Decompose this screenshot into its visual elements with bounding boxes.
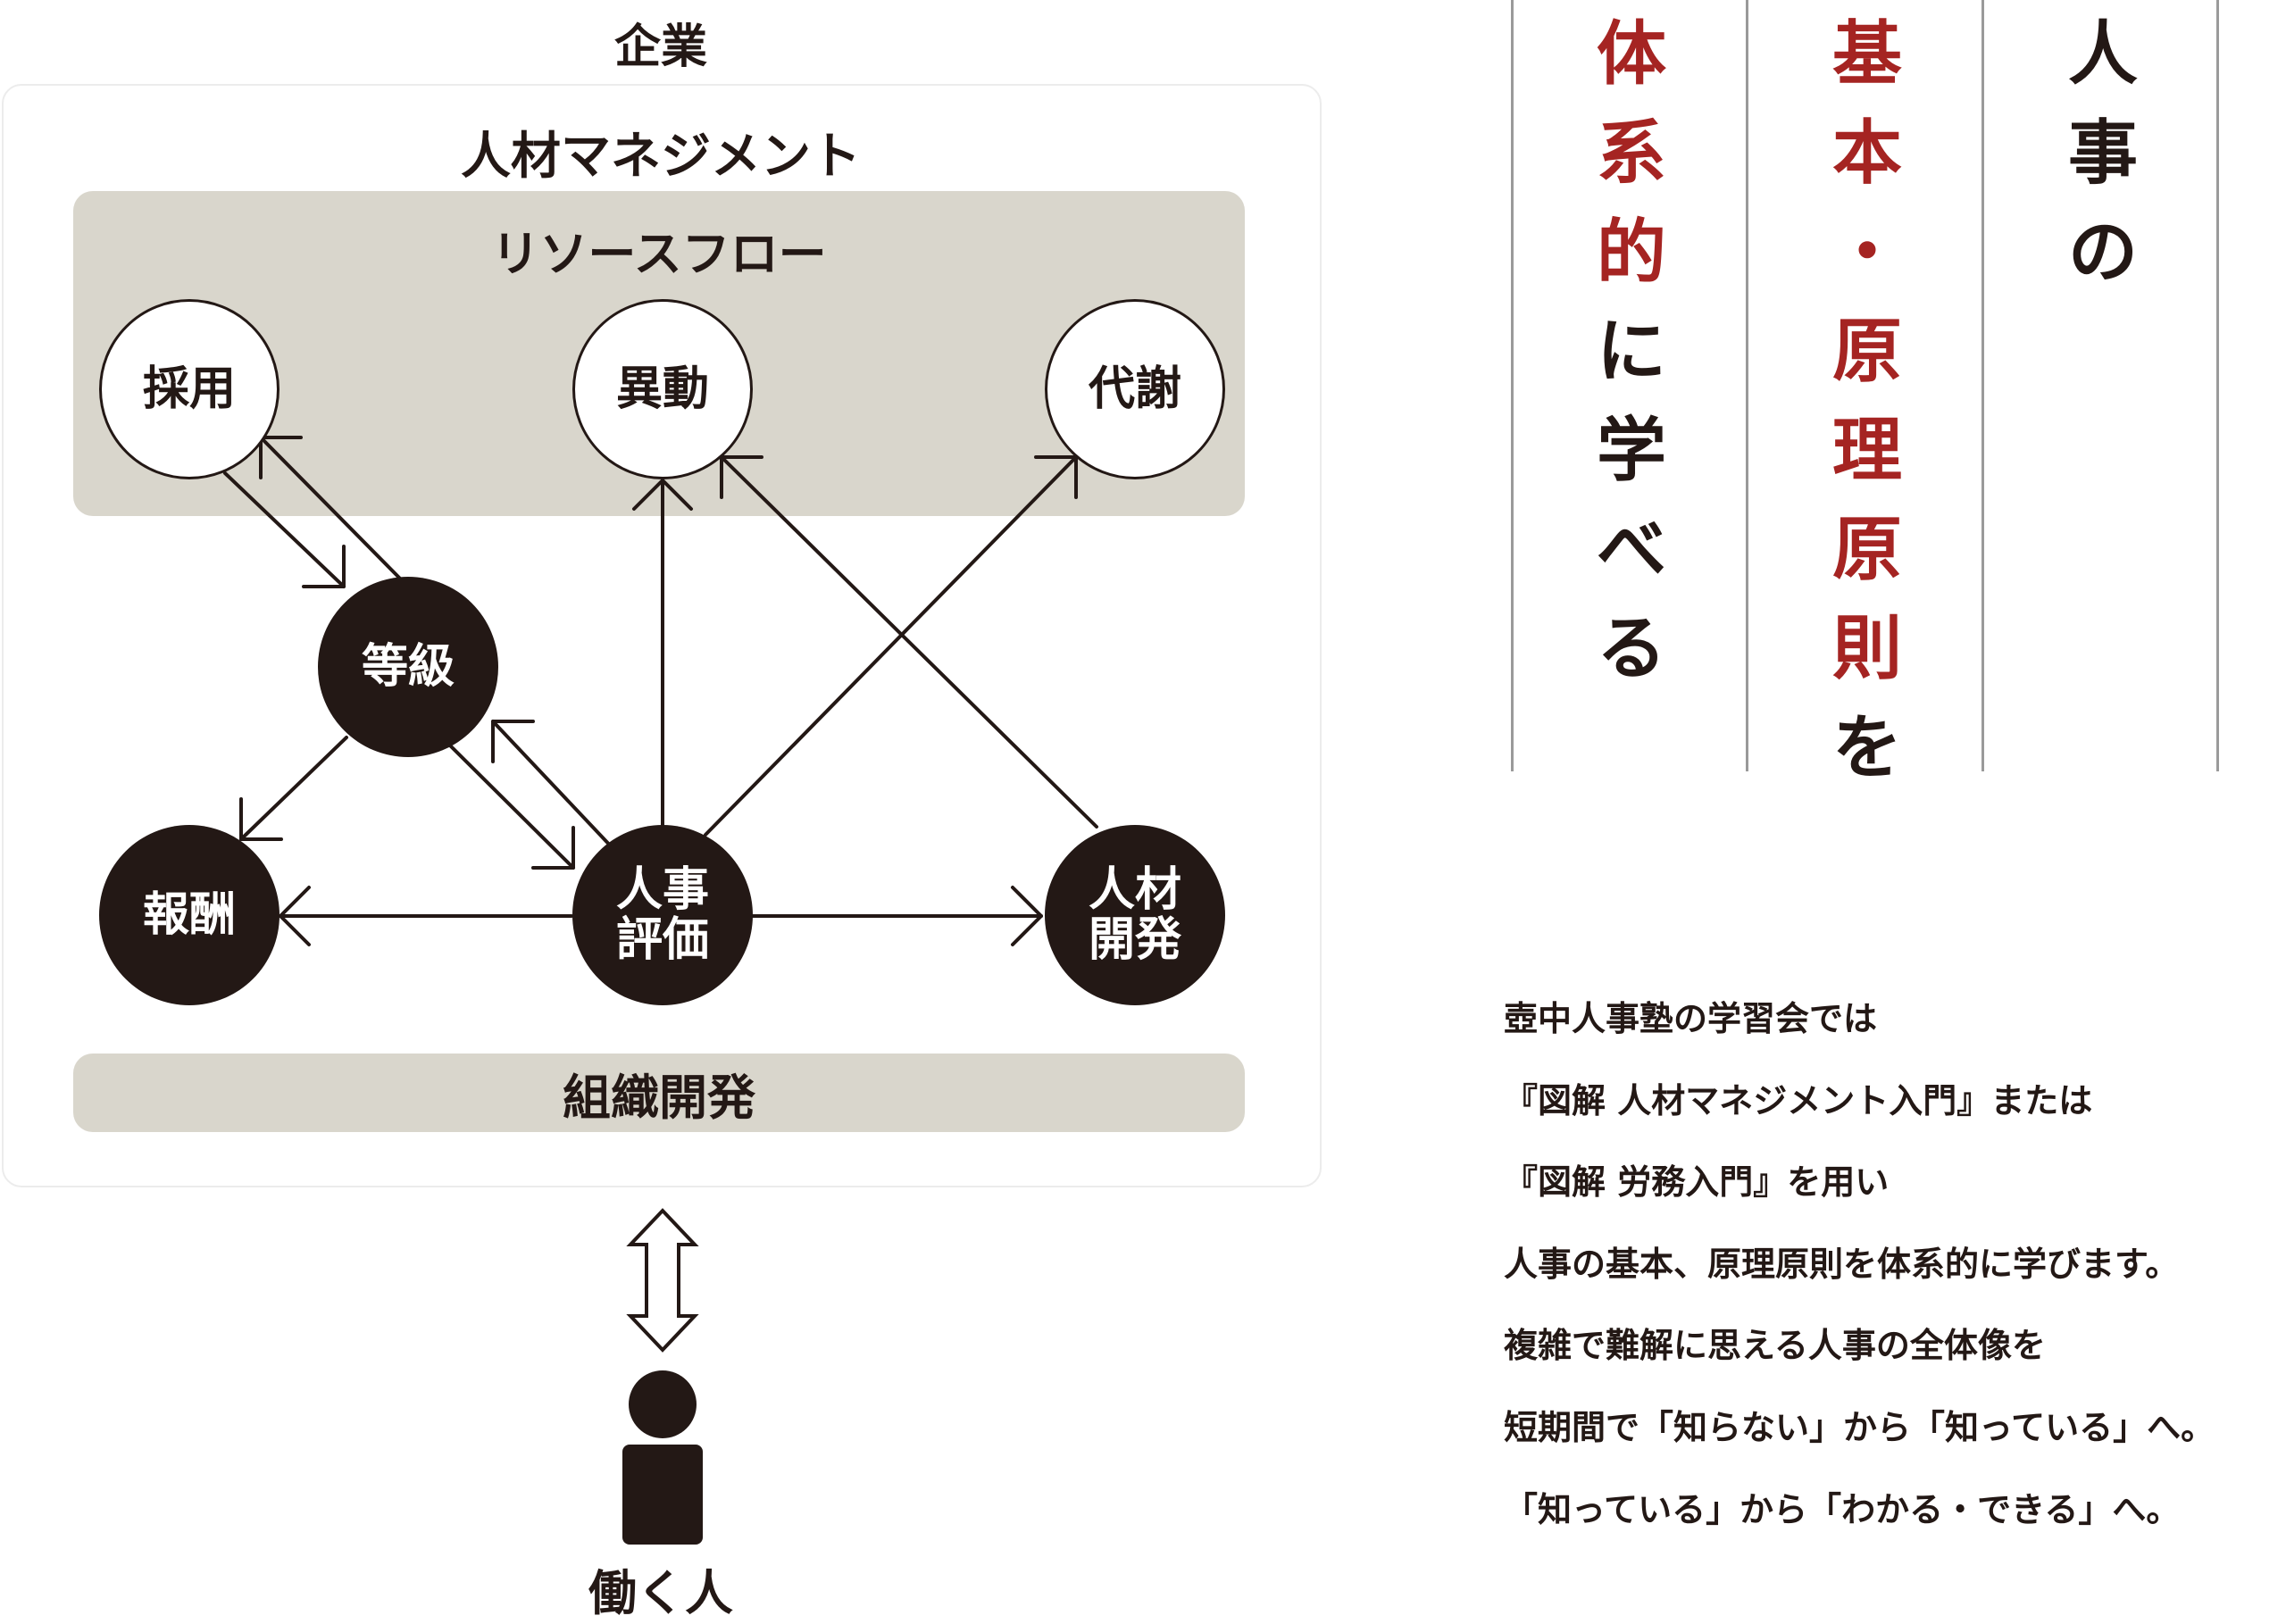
description-line: 壺中人事塾の学習会では (1504, 999, 1878, 1038)
title-column-3: 体系的に学べる (1596, 14, 1666, 689)
divider-line (1746, 0, 1748, 771)
arrowhead (1011, 886, 1043, 946)
org-development-band: 組織開発 (73, 1054, 1245, 1132)
worker-label: 働く人 (588, 1565, 733, 1621)
double-arrow-icon (626, 1208, 699, 1353)
arrowhead (531, 826, 575, 870)
description-line: 「知っている」から「わかる・できる」へ。 (1504, 1489, 2181, 1529)
divider-line (1981, 0, 1984, 771)
arrow-grade-to-compensation (239, 736, 348, 841)
divider-line (2216, 0, 2219, 771)
arrow-grade-to-evaluation (449, 745, 575, 870)
person-icon (622, 1370, 703, 1545)
node-evaluation: 人事評価 (572, 825, 753, 1005)
resource-flow-title: リソースフロー (491, 226, 827, 282)
title-column-1: 人事の (2067, 14, 2138, 293)
description-line: 複雑で難解に思える人事の全体像を (1504, 1326, 2046, 1366)
description-line: 『図解 労務入門』を用い (1504, 1162, 1890, 1203)
description: 壺中人事塾の学習会では 『図解 人材マネジメント入門』または 『図解 労務入門』… (1504, 991, 2272, 1563)
arrowhead (279, 886, 311, 946)
company-label: 企業 (613, 21, 707, 74)
description-line: 『図解 人材マネジメント入門』または (1504, 1080, 2093, 1120)
arrow-development-to-transfer (720, 455, 1098, 829)
arrowhead (491, 720, 535, 763)
description-line: 短期間で「知らない」から「知っている」へ。 (1504, 1407, 2215, 1447)
arrow-grade-to-hiring (259, 436, 402, 580)
node-grade: 等級 (318, 577, 498, 757)
node-compensation: 報酬 (99, 825, 279, 1005)
arrowhead (302, 545, 346, 588)
arrow-evaluation-to-grade (491, 720, 616, 852)
arrow-hiring-to-grade (223, 471, 346, 588)
title-column-2: 基本・原理原則を (1831, 14, 1902, 788)
node-exit: 代謝 (1045, 299, 1225, 479)
node-transfer: 異動 (572, 299, 753, 479)
arrowhead (632, 479, 693, 511)
management-title: 人材マネジメント (461, 128, 861, 186)
node-hiring: 採用 (99, 299, 279, 479)
divider-line (1511, 0, 1514, 771)
arrow-evaluation-to-exit (704, 455, 1078, 837)
arrowhead (239, 797, 283, 841)
node-development: 人材開発 (1045, 825, 1225, 1005)
description-line: 人事の基本、原理原則を体系的に学びます。 (1504, 1244, 2180, 1284)
